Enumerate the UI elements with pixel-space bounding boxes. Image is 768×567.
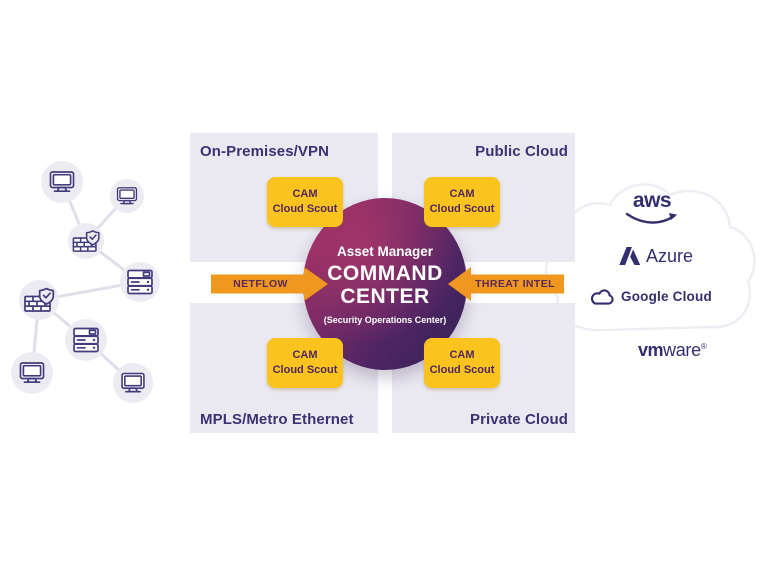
cam-cloud-scout-badge-on-premises: CAM Cloud Scout [267,177,343,227]
google-cloud-logo-text: Google Cloud [621,289,712,304]
vmware-logo: vmware® [638,340,707,361]
google-cloud-icon [590,289,614,305]
cam-badge-line2: Cloud Scout [272,203,338,215]
threat-intel-arrow: THREAT INTEL [448,267,564,301]
aws-logo: aws [616,189,688,231]
netflow-arrow: NETFLOW [211,267,328,301]
cam-badge-line2: Cloud Scout [429,364,495,376]
cam-badge-line2: Cloud Scout [272,364,338,376]
right-arrow-icon [211,267,328,301]
server-icon [65,319,107,361]
quadrant-label-private-cloud: Private Cloud [470,411,568,428]
aws-smile-icon [625,212,677,224]
quadrant-label-public-cloud: Public Cloud [475,143,568,160]
google-cloud-logo: Google Cloud [590,288,712,305]
quadrant-label-on-premises: On-Premises/VPN [200,143,330,160]
cam-badge-line1: CAM [449,188,475,200]
cam-badge-line1: CAM [449,349,475,361]
netflow-arrow-label: NETFLOW [233,278,288,290]
threat-intel-arrow-label: THREAT INTEL [475,278,555,290]
left-arrow-icon [448,267,564,301]
desktop-icon [110,179,144,213]
server-icon [120,262,160,302]
azure-logo-text: Azure [646,246,694,266]
cam-badge-line2: Cloud Scout [429,203,495,215]
firewall-icon [68,223,104,259]
command-center-title-line1: COMMAND [327,261,443,285]
cam-badge-line1: CAM [292,349,318,361]
vmware-logo-regular-part: ware [663,340,701,360]
cam-cloud-scout-badge-mpls: CAM Cloud Scout [267,338,343,388]
vmware-logo-bold-part: vm [638,340,664,360]
azure-icon [619,247,641,265]
command-center-title-line2: CENTER [340,284,430,308]
azure-logo: Azure [618,246,693,267]
desktop-icon [113,363,153,403]
cam-cloud-scout-badge-private-cloud: CAM Cloud Scout [424,338,500,388]
aws-logo-text: aws [632,189,672,212]
cam-cloud-scout-badge-public-cloud: CAM Cloud Scout [424,177,500,227]
command-center-subtitle: (Security Operations Center) [323,314,447,325]
command-center-eyebrow: Asset Manager [336,243,434,259]
registered-trademark-icon: ® [700,342,707,351]
desktop-icon [11,352,53,394]
network-topology [11,161,160,403]
cam-badge-line1: CAM [292,188,318,200]
quadrant-label-mpls: MPLS/Metro Ethernet [200,411,354,428]
firewall-icon [19,280,59,320]
desktop-icon [41,161,83,203]
